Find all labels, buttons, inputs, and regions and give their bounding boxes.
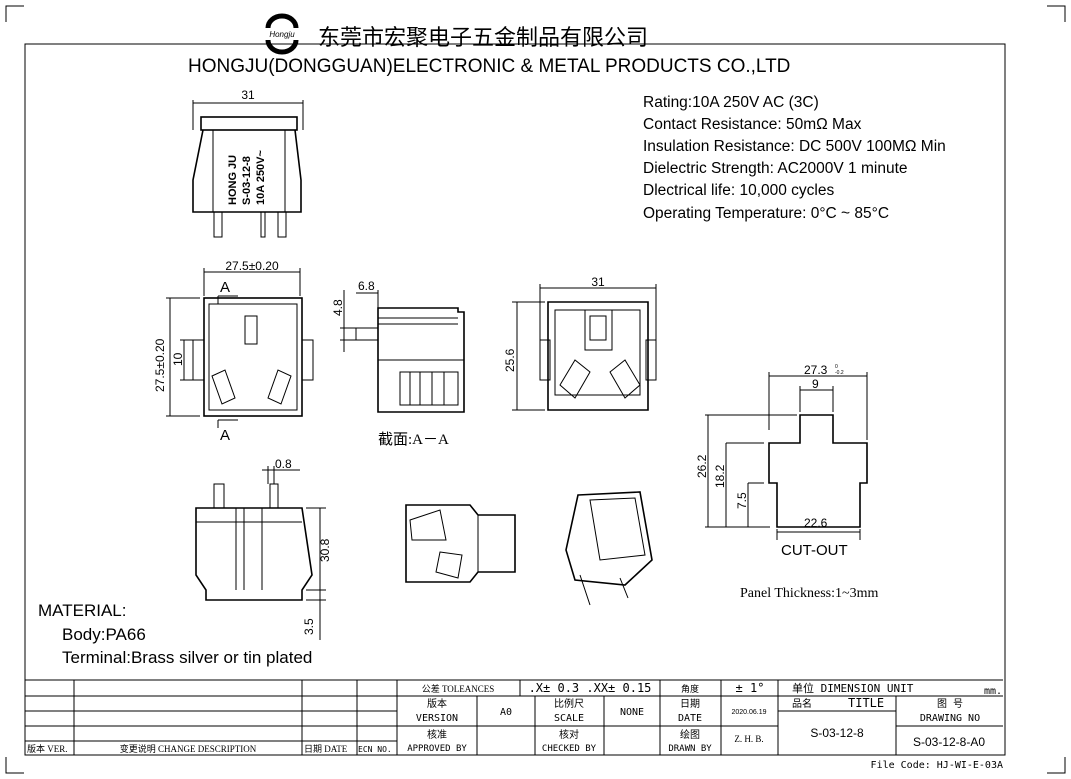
material-block: MATERIAL: Body:PA66 Terminal:Brass silve… [38, 601, 312, 667]
scale-label-cn: 比例尺 [554, 697, 584, 710]
drawing-no-label: DRAWING NO [920, 713, 980, 724]
tolerances-value: .X± 0.3 .XX± 0.15 [529, 681, 652, 695]
marking-brand: HONG JU [227, 155, 239, 205]
date-label-cn: 日期 [680, 698, 700, 710]
rev-ver-label: 版本 VER. [27, 743, 68, 754]
spec-contact-resistance: Contact Resistance: 50mΩ Max [643, 116, 862, 133]
spec-dielectric-strength: Dielectric Strength: AC2000V 1 minute [643, 160, 908, 177]
dim-width: 27.3 [804, 363, 828, 377]
cutout-view: 27.3 0 -0.2 9 26.2 18.2 7.5 22.6 CUT-OUT [695, 363, 868, 559]
title-block: 公差 TOLEANCES .X± 0.3 .XX± 0.15 角度 ± 1° 单… [25, 679, 1003, 755]
company-name-en: HONGJU(DONGGUAN)ELECTRONIC & METAL PRODU… [188, 56, 790, 77]
angle-label: 角度 [681, 683, 699, 695]
tolerances-label: 公差 TOLEANCES [422, 683, 495, 694]
company-logo: Hongju [265, 13, 299, 55]
dim-height: 26.2 [695, 454, 709, 478]
version-label: VERSION [416, 713, 458, 724]
iso-view-front [405, 504, 516, 583]
dim-height: 25.6 [503, 348, 517, 372]
approved-label: APPROVED BY [407, 744, 467, 754]
dim-pin-length: 6.8 [358, 279, 375, 293]
corner-marks [5, 5, 1066, 774]
tol-lower: -0.2 [835, 370, 844, 376]
dim-pin-thickness: 0.8 [275, 457, 292, 471]
panel-thickness: Panel Thickness:1~3mm [740, 586, 878, 601]
dim-top: 9 [812, 377, 819, 391]
date-label: DATE [678, 713, 702, 724]
scale-label: SCALE [554, 713, 584, 724]
rev-ecn-label: ECN NO. [358, 745, 392, 754]
dim-height: 27.5±0.20 [153, 338, 167, 392]
approved-label-cn: 核准 [427, 728, 447, 741]
side-view: 0.8 30.8 3.5 [195, 457, 332, 640]
checked-label: CHECKED BY [542, 744, 597, 754]
dim-width: 27.5±0.20 [225, 259, 279, 273]
cutout-title: CUT-OUT [781, 542, 848, 559]
dim-bottom: 22.6 [804, 516, 828, 530]
date-value: 2020.06.19 [731, 709, 766, 716]
title-value: S-03-12-8 [810, 726, 864, 740]
rev-date-label: 日期 DATE [304, 744, 348, 754]
tol-upper: 0 [835, 364, 838, 370]
dim-pin-height: 4.8 [331, 299, 345, 316]
rev-desc-label: 变更说明 CHANGE DESCRIPTION [120, 743, 257, 754]
section-caption: 截面:A－A [378, 431, 449, 448]
marking-model: S-03-12-8 [241, 156, 253, 205]
section-mark-top: A [220, 279, 230, 296]
spec-rating: Rating:10A 250V AC (3C) [643, 94, 819, 111]
dim-width: 31 [591, 275, 605, 289]
material-body: Body:PA66 [62, 625, 146, 644]
dim-low: 7.5 [735, 492, 749, 509]
marking-rating: 10A 250V~ [255, 149, 267, 205]
spec-insulation-resistance: Insulation Resistance: DC 500V 100MΩ Min [643, 138, 946, 155]
unit-label: 单位 DIMENSION UNIT [792, 681, 914, 695]
dim-offset: 10 [171, 352, 185, 366]
drawn-label: DRAWN BY [668, 744, 712, 754]
material-title: MATERIAL: [38, 601, 126, 620]
dim-height: 30.8 [318, 538, 332, 562]
spec-electrical-life: Dlectrical life: 10,000 cycles [643, 182, 834, 199]
dim-bottom: 3.5 [302, 618, 316, 635]
unit-value: mm. [984, 686, 1002, 697]
iso-view-rear [565, 491, 653, 606]
checked-label-cn: 核对 [559, 728, 579, 741]
dim-mid: 18.2 [713, 464, 727, 488]
title-label-cn: 品名 [792, 697, 812, 710]
angle-value: ± 1° [736, 681, 765, 695]
material-terminal: Terminal:Brass silver or tin plated [62, 648, 312, 667]
dim-width: 31 [241, 88, 255, 102]
section-mark-bottom: A [220, 427, 230, 444]
top-view: 31 HONG JU S-03-12-8 10A 250V~ [192, 88, 304, 238]
title-label: TITLE [848, 696, 884, 710]
sheet-border [24, 43, 1006, 756]
company-name-cn: 东莞市宏聚电子五金制品有限公司 [318, 25, 648, 50]
spec-operating-temperature: Operating Temperature: 0°C ~ 85°C [643, 205, 889, 222]
drawing-no-value: S-03-12-8-A0 [913, 735, 985, 749]
file-code: File Code: HJ-WI-E-03A [871, 760, 1003, 771]
rear-view: 31 25.6 [503, 275, 657, 411]
drawn-value: Z. H. B. [734, 734, 763, 744]
drawn-label-cn: 绘图 [680, 728, 700, 741]
section-view: 6.8 4.8 截面:A－A [331, 279, 465, 448]
version-value: A0 [500, 707, 512, 718]
scale-value: NONE [620, 707, 644, 718]
version-label-cn: 版本 [427, 697, 447, 710]
front-view: 27.5±0.20 27.5±0.20 10 A A [153, 259, 314, 444]
spec-list: Rating:10A 250V AC (3C) Contact Resistan… [643, 94, 946, 222]
drawing-no-label-cn: 图 号 [937, 698, 963, 710]
logo-text: Hongju [269, 30, 295, 39]
